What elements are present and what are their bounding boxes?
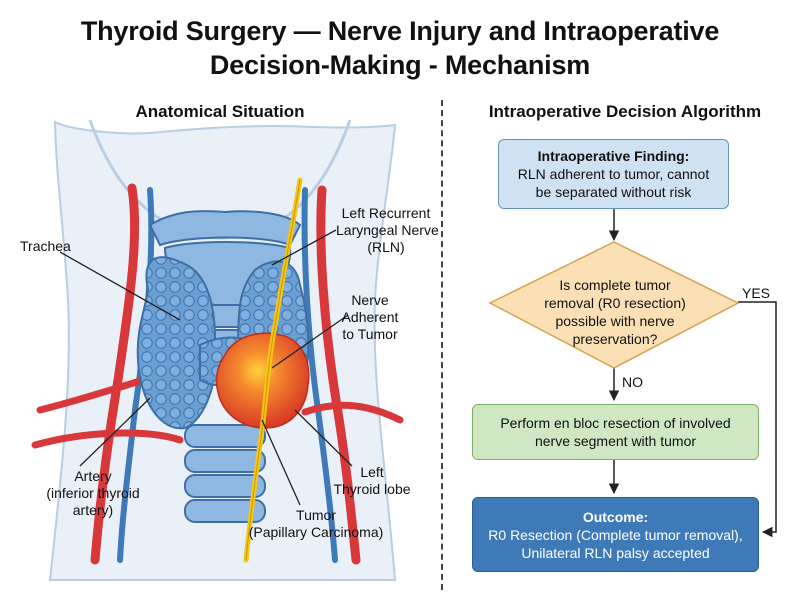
title-line-2: Decision-Making - Mechanism (209, 50, 591, 80)
anatomy-panel-title: Anatomical Situation (135, 102, 305, 121)
leader-trachea (59, 251, 181, 321)
leader-lobe (294, 409, 353, 467)
label-left-thyroid-lobe: Left Thyroid lobe (333, 464, 411, 497)
label-nerve-adherent: Nerve Adherent to Tumor (341, 292, 399, 342)
outcome-title: Outcome: (582, 508, 649, 525)
leader-lines (59, 229, 353, 506)
action-box: Perform en bloc resection of involved ne… (472, 404, 759, 460)
leader-rln (271, 229, 337, 266)
finding-box: Intraoperative Finding: RLN adherent to … (498, 139, 729, 209)
arrow-decision-yes (738, 301, 777, 538)
action-line-1: Perform en bloc resection of involved (500, 415, 731, 431)
finding-title: Intraoperative Finding: (537, 148, 690, 164)
page-title: Thyroid Surgery — Nerve Injury and Intra… (0, 14, 800, 82)
decision-question: Is complete tumor removal (R0 resection)… (544, 277, 686, 347)
leader-tumor (261, 419, 301, 506)
yes-label: YES (742, 285, 771, 301)
label-rln: Left Recurrent Laryngeal Nerve (RLN) (336, 205, 439, 255)
finding-line-1: RLN adherent to tumor, cannot (517, 166, 710, 182)
left-jugular-vein (117, 187, 155, 563)
algorithm-panel-title: Intraoperative Decision Algorithm (488, 102, 762, 121)
no-label: NO (622, 374, 643, 390)
right-thyroid-lobe (136, 256, 217, 430)
outcome-box: Outcome: R0 Resection (Complete tumor re… (472, 497, 759, 572)
action-line-2: nerve segment with tumor (534, 433, 697, 449)
label-tumor: Tumor (Papillary Carcinoma) (248, 507, 384, 540)
label-trachea: Trachea (20, 238, 71, 254)
title-line-1: Thyroid Surgery — Nerve Injury and Intra… (80, 16, 720, 46)
panel-divider (441, 100, 443, 590)
finding-line-2: be separated without risk (535, 184, 692, 200)
leader-adherent (271, 314, 349, 369)
left-carotid-artery (90, 183, 140, 565)
flow-connectors (608, 209, 777, 538)
inferior-thyroid-artery-right (301, 401, 404, 424)
outcome-line-1: R0 Resection (Complete tumor removal), (488, 526, 743, 543)
label-artery: Artery (inferior thyroid artery) (46, 468, 140, 518)
hyoid-cartilage (148, 210, 302, 247)
inferior-thyroid-artery-left (36, 374, 154, 414)
decision-diamond (488, 241, 740, 369)
subclavian-artery (31, 429, 184, 449)
leader-artery (79, 397, 151, 467)
outcome-line-2: Unilateral RLN palsy accepted (521, 544, 710, 561)
right-carotid-artery (316, 185, 361, 565)
